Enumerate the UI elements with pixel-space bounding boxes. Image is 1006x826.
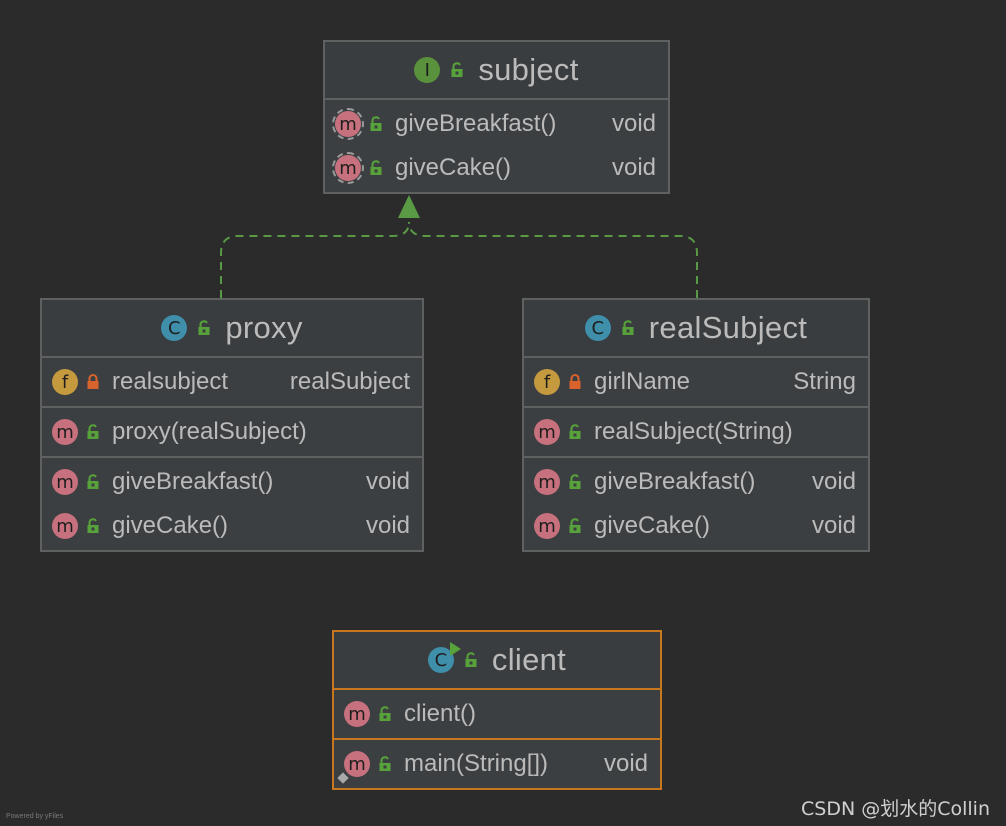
member-name: giveCake() xyxy=(395,154,512,181)
member-name: realsubject xyxy=(112,368,229,395)
node-title: proxy xyxy=(225,310,303,345)
public-lock-icon xyxy=(464,652,478,668)
member-sections: f girlName String m realSubject(String) m give… xyxy=(524,356,868,550)
method-icon: m xyxy=(52,469,78,495)
public-lock-icon xyxy=(568,424,582,440)
member-name: giveCake() xyxy=(594,512,711,539)
public-lock-icon xyxy=(378,706,392,722)
method-row[interactable]: m giveBreakfast() void xyxy=(524,460,868,504)
member-type: realSubject xyxy=(289,368,410,395)
runnable-class-icon: C xyxy=(427,642,461,673)
method-row[interactable]: m client() xyxy=(334,692,660,736)
method-icon: m xyxy=(344,701,370,727)
public-lock-icon xyxy=(86,474,100,490)
node-title: client xyxy=(491,642,567,677)
method-icon: m xyxy=(337,751,370,784)
node-title: subject xyxy=(478,52,579,87)
member-type: void xyxy=(811,468,856,495)
public-lock-icon xyxy=(568,518,582,534)
member-name: giveBreakfast() xyxy=(112,468,274,495)
public-lock-icon xyxy=(378,756,392,772)
public-lock-icon xyxy=(369,116,383,132)
method-icon: m xyxy=(332,152,364,184)
member-section: m giveBreakfast() void m giveCake() void xyxy=(325,98,668,192)
member-sections: f realsubject realSubject m proxy(realSubjec… xyxy=(42,356,422,550)
interface-subject[interactable]: I subject m giveBreakfast() void m giveCake(… xyxy=(323,40,670,194)
public-lock-icon xyxy=(86,424,100,440)
member-type: void xyxy=(611,154,656,181)
member-type: void xyxy=(365,468,410,495)
class-icon: C xyxy=(584,315,611,341)
member-sections: m client() m main(String[]) void xyxy=(334,688,660,788)
member-type: String xyxy=(793,368,856,395)
method-icon: m xyxy=(534,419,560,445)
method-row[interactable]: m realSubject(String) xyxy=(524,410,868,454)
public-lock-icon xyxy=(621,320,635,336)
node-header[interactable]: I subject xyxy=(325,42,668,98)
method-icon: m xyxy=(534,513,560,539)
method-icon: m xyxy=(332,108,364,140)
member-type: void xyxy=(611,110,656,137)
method-row[interactable]: m giveBreakfast() void xyxy=(325,102,668,146)
member-type: void xyxy=(811,512,856,539)
class-proxy[interactable]: C proxy f realsubject realSubject m proxy(re… xyxy=(40,298,424,552)
method-row[interactable]: m main(String[]) void xyxy=(334,742,660,786)
member-section: m main(String[]) void xyxy=(334,738,660,788)
field-row[interactable]: f girlName String xyxy=(524,360,868,404)
static-marker-icon xyxy=(337,772,349,784)
method-icon: m xyxy=(52,513,78,539)
member-section: f girlName String xyxy=(524,356,868,406)
field-icon: f xyxy=(52,369,78,395)
method-row[interactable]: m giveCake() void xyxy=(325,146,668,190)
class-icon: C xyxy=(161,315,188,341)
public-lock-icon xyxy=(369,160,383,176)
public-lock-icon xyxy=(450,62,464,78)
field-row[interactable]: f realsubject realSubject xyxy=(42,360,422,404)
realization-arrowhead xyxy=(398,195,420,218)
member-name: girlName xyxy=(594,368,691,395)
public-lock-icon xyxy=(86,518,100,534)
class-realsubject[interactable]: C realSubject f girlName String m realSubjec… xyxy=(522,298,870,552)
member-type: void xyxy=(603,750,648,777)
member-section: m realSubject(String) xyxy=(524,406,868,456)
method-icon: m xyxy=(52,419,78,445)
member-section: m giveBreakfast() void m giveCake() void xyxy=(524,456,868,550)
run-marker-icon xyxy=(449,642,461,656)
member-sections: m giveBreakfast() void m giveCake() void xyxy=(325,98,668,192)
node-title: realSubject xyxy=(648,310,808,345)
member-section: f realsubject realSubject xyxy=(42,356,422,406)
member-name: realSubject(String) xyxy=(594,418,793,445)
powered-by-label: Powered by yFiles xyxy=(6,813,64,820)
class-client[interactable]: C client m client() m main(String[]) void xyxy=(332,630,662,790)
private-lock-icon xyxy=(86,374,100,390)
member-name: proxy(realSubject) xyxy=(112,418,307,445)
interface-icon: I xyxy=(414,57,441,83)
public-lock-icon xyxy=(197,320,211,336)
member-name: giveBreakfast() xyxy=(594,468,756,495)
method-row[interactable]: m giveCake() void xyxy=(524,504,868,548)
member-name: giveBreakfast() xyxy=(395,110,557,137)
field-icon: f xyxy=(534,369,560,395)
member-name: main(String[]) xyxy=(404,750,549,777)
member-name: giveCake() xyxy=(112,512,229,539)
member-section: m client() xyxy=(334,688,660,738)
member-type: void xyxy=(365,512,410,539)
method-row[interactable]: m giveBreakfast() void xyxy=(42,460,422,504)
member-section: m giveBreakfast() void m giveCake() void xyxy=(42,456,422,550)
member-section: m proxy(realSubject) xyxy=(42,406,422,456)
method-row[interactable]: m giveCake() void xyxy=(42,504,422,548)
watermark: CSDN @划水的Collin xyxy=(801,798,990,820)
method-row[interactable]: m proxy(realSubject) xyxy=(42,410,422,454)
method-icon: m xyxy=(534,469,560,495)
edge-realsubject-implements-subject xyxy=(408,221,698,298)
member-name: client() xyxy=(404,700,477,727)
edge-proxy-implements-subject xyxy=(220,221,410,298)
node-header[interactable]: C proxy xyxy=(42,300,422,356)
node-header[interactable]: C client xyxy=(334,632,660,688)
node-header[interactable]: C realSubject xyxy=(524,300,868,356)
private-lock-icon xyxy=(568,374,582,390)
public-lock-icon xyxy=(568,474,582,490)
